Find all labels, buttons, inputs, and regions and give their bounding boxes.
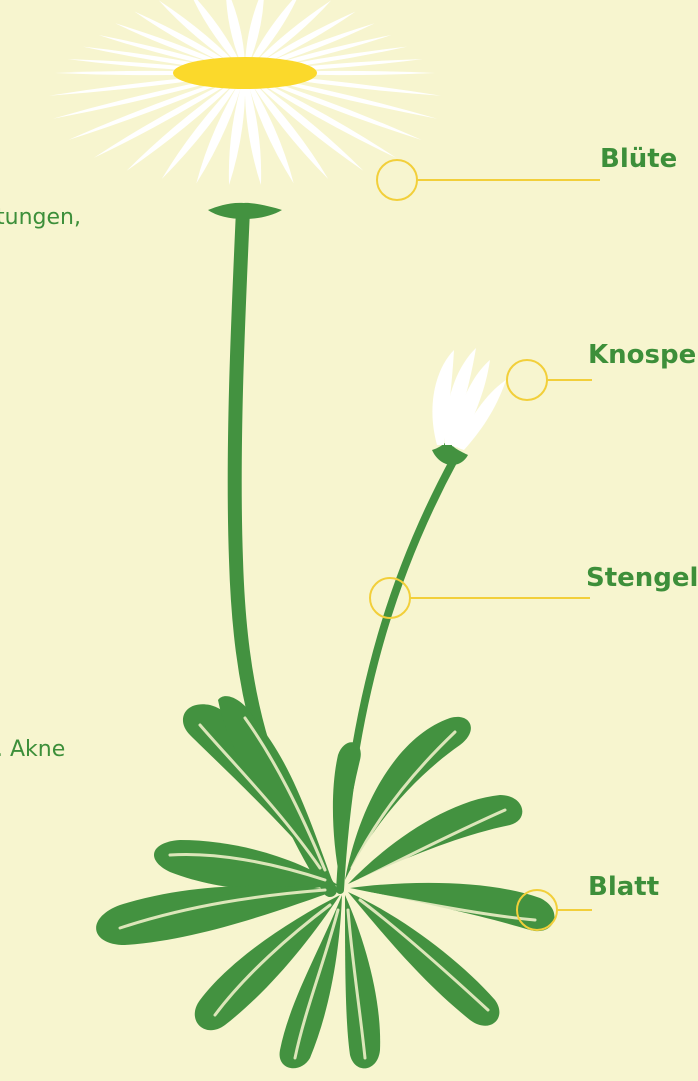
flower-center <box>173 57 317 89</box>
callout-stengel <box>370 578 590 618</box>
label-knospe: Knospe <box>588 340 696 370</box>
label-bluete: Blüte <box>600 144 677 174</box>
callout-bluete <box>377 160 600 200</box>
bud <box>432 348 506 450</box>
text-fragment-bottom: . Akne <box>0 737 65 762</box>
leaf-rosette <box>96 696 554 1068</box>
callout-knospe <box>507 360 592 400</box>
text-fragment-top: tungen, <box>0 205 81 230</box>
flower-calyx <box>208 203 282 219</box>
label-blatt: Blatt <box>588 872 659 902</box>
label-stengel: Stengel <box>586 563 698 593</box>
flower-head <box>49 0 441 185</box>
